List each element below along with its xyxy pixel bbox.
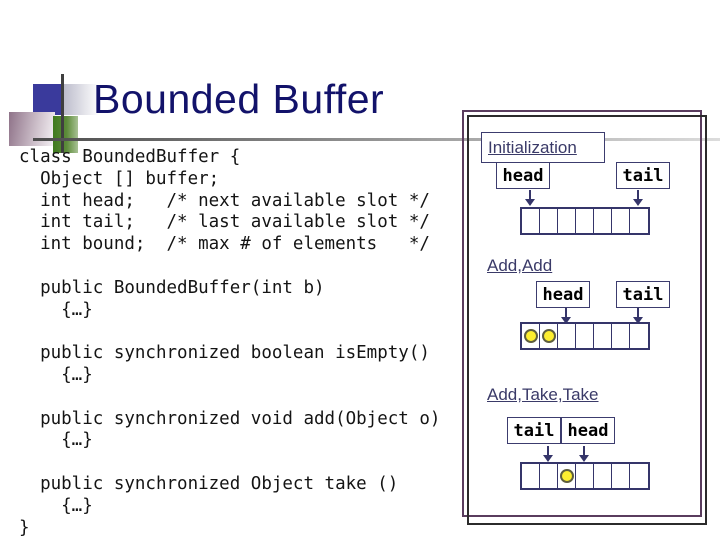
down-arrow-icon [633, 190, 643, 206]
section-add-take-take: Add,Take,Take tail head [462, 110, 709, 527]
buffer-item-dot [559, 469, 574, 483]
tail-pointer-box: tail [507, 417, 561, 444]
down-arrow-icon [543, 446, 553, 462]
down-arrow-icon [579, 446, 589, 462]
down-arrow-icon [525, 190, 535, 206]
page-title: Bounded Buffer [93, 76, 385, 122]
panel-back-frame [462, 110, 702, 517]
buffer-row [520, 207, 650, 235]
panel-front-frame [467, 115, 707, 525]
buffer-cell [594, 209, 612, 233]
section-add-add: Add,Add head tail [462, 110, 709, 527]
tail-pointer-box: tail [616, 162, 670, 189]
section-initialization: Initialization head tail [462, 110, 709, 527]
buffer-cell [594, 464, 612, 488]
code-block: class BoundedBuffer { Object [] buffer; … [19, 147, 441, 538]
buffer-cell [522, 464, 540, 488]
section-label: Initialization [488, 137, 577, 157]
buffer-cell [540, 209, 558, 233]
buffer-cell [612, 464, 630, 488]
section-label: Add,Add [487, 256, 553, 275]
buffer-item-dot [523, 329, 538, 343]
buffer-cell [594, 324, 612, 348]
decor-blue-square-icon [33, 84, 62, 115]
buffer-cell [612, 324, 630, 348]
buffer-cell [522, 324, 540, 348]
buffer-row [520, 462, 650, 490]
buffer-cell [576, 209, 594, 233]
section-label-box: Initialization [481, 132, 605, 163]
buffer-cell [576, 464, 594, 488]
head-pointer-box: head [496, 162, 550, 189]
buffer-cell [558, 324, 576, 348]
buffer-cell [630, 464, 648, 488]
down-arrow-icon [561, 308, 571, 324]
buffer-diagram-panel: Initialization head tail Add,Add head ta… [462, 110, 709, 527]
down-arrow-icon [633, 308, 643, 324]
buffer-cell [630, 324, 648, 348]
buffer-cell [540, 464, 558, 488]
head-pointer-box: head [561, 417, 615, 444]
buffer-row [520, 322, 650, 350]
decor-vertical-line [61, 74, 64, 153]
decor-fade-square-icon [62, 84, 99, 115]
buffer-cell [612, 209, 630, 233]
head-pointer-box: head [536, 281, 590, 308]
tail-pointer-box: tail [616, 281, 670, 308]
buffer-item-dot [541, 329, 556, 343]
buffer-cell [576, 324, 594, 348]
buffer-cell [540, 324, 558, 348]
buffer-cell [558, 209, 576, 233]
buffer-cell [522, 209, 540, 233]
buffer-cell [630, 209, 648, 233]
section-label: Add,Take,Take [487, 385, 599, 404]
buffer-cell [558, 464, 576, 488]
decor-green-square-icon [53, 116, 78, 153]
title-underline-rule [33, 138, 720, 141]
